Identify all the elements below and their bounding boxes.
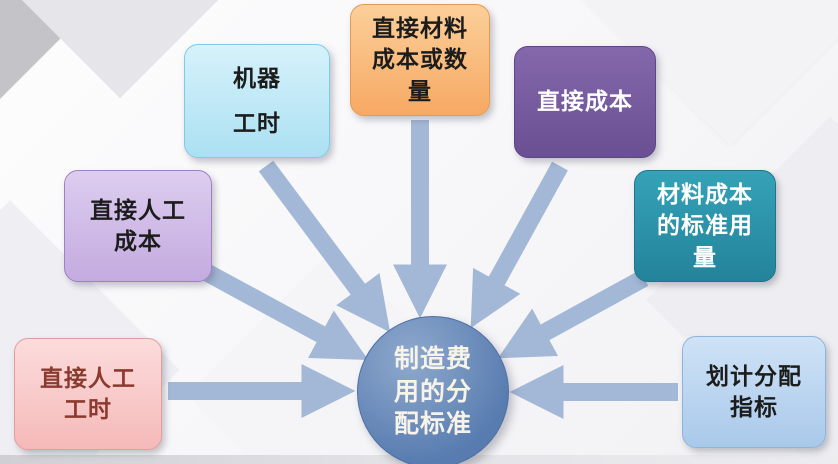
node-direct-cost: 直接成本 — [514, 46, 656, 158]
arrow-from-material-standard-usage — [497, 270, 649, 359]
node-machine-hours: 机器 工时 — [184, 44, 330, 158]
node-direct-cost-label: 直接成本 — [537, 88, 633, 115]
center-node: 制造费 用的分 配标准 — [357, 316, 509, 464]
node-direct-material-cost-or-quantity: 直接材料 成本或数 量 — [350, 4, 490, 116]
node-direct-labor-hours: 直接人工 工时 — [14, 338, 162, 450]
node-allocation-index: 划计分配 指标 — [682, 336, 826, 448]
arrow-from-direct-cost — [470, 161, 568, 329]
center-node-label: 制造费 用的分 配标准 — [393, 345, 472, 439]
node-direct-labor-cost-label: 直接人工 成本 — [90, 196, 186, 254]
node-machine-hours-label: 机器 工时 — [233, 65, 281, 136]
node-material-cost-standard-usage: 材料成本 的标准用 量 — [634, 170, 776, 282]
node-direct-labor-hours-label: 直接人工 工时 — [40, 364, 136, 422]
node-direct-labor-cost: 直接人工 成本 — [64, 170, 212, 282]
node-material-cost-standard-usage-label: 材料成本 的标准用 量 — [657, 181, 753, 270]
node-direct-material-cost-or-quantity-label: 直接材料 成本或数 量 — [372, 15, 468, 104]
node-allocation-index-label: 划计分配 指标 — [706, 362, 802, 420]
